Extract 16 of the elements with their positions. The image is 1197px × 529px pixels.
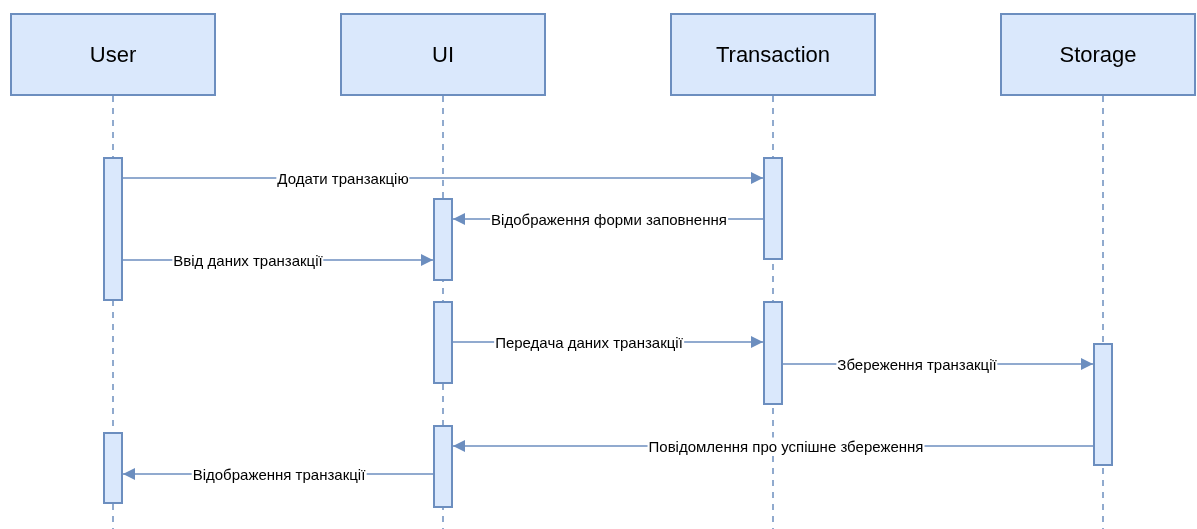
activation-bar bbox=[433, 425, 453, 508]
edge-label: Відображення форми заповнення bbox=[490, 210, 728, 228]
edge-label: Відображення транзакції bbox=[191, 465, 367, 483]
participant-box: User bbox=[10, 13, 216, 96]
participant-box: Transaction bbox=[670, 13, 876, 96]
edge-label: Збереження транзакції bbox=[836, 355, 998, 373]
participant-box: Storage bbox=[1000, 13, 1196, 96]
activation-bar bbox=[433, 301, 453, 384]
edge-label: Повідомлення про успішне збереження bbox=[647, 437, 925, 455]
activation-bar bbox=[433, 198, 453, 281]
activation-bar bbox=[1093, 343, 1113, 466]
participant-box: UI bbox=[340, 13, 546, 96]
activation-bar bbox=[103, 157, 123, 301]
activation-bar bbox=[763, 157, 783, 260]
activation-bar bbox=[103, 432, 123, 504]
activation-bar bbox=[763, 301, 783, 405]
